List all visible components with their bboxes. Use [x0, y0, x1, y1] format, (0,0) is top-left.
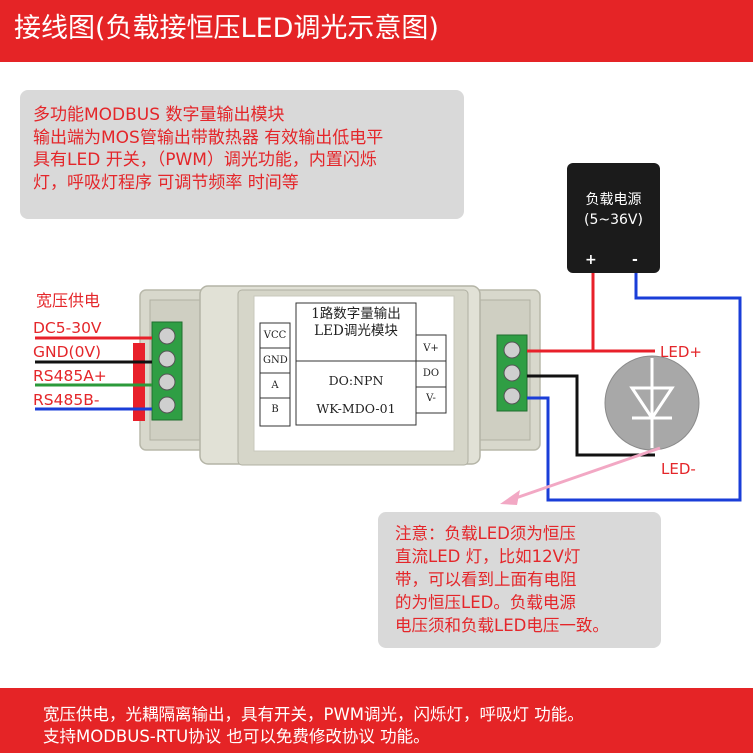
module-output-type: DO:NPN	[328, 373, 384, 388]
pin-label-vplus: V+	[423, 343, 439, 354]
load-wires	[527, 272, 742, 502]
module-model: WK-MDO-01	[316, 401, 396, 416]
feature-line: 输出端为MOS管输出带散热器 有效输出低电平	[33, 127, 384, 148]
feature-line: 具有LED 开关，（PWM）调光功能，内置闪烁	[33, 150, 377, 170]
feature-line: 灯，呼吸灯程序 可调节频率 时间等	[33, 172, 299, 193]
pin-label-gnd: GND	[263, 355, 288, 366]
footer-banner	[0, 688, 753, 753]
page-title: 接线图(负载接恒压LED调光示意图)	[14, 13, 439, 44]
callout-arrow	[500, 446, 661, 505]
note-line: 带，可以看到上面有电阻	[395, 570, 577, 589]
footer-line: 宽压供电，光耦隔离输出，具有开关，PWM调光，闪烁灯，呼吸灯 功能。	[43, 705, 584, 724]
note-line: 注意：负载LED须为恒压	[395, 524, 576, 543]
module-title: 1路数字量输出 LED调光模块	[296, 306, 416, 340]
footer-line: 支持MODBUS-RTU协议 也可以免费修改协议 功能。	[43, 727, 430, 746]
power-supply-label: 负载电源 (5~36V)	[567, 190, 660, 230]
pin-label-b: B	[271, 404, 279, 415]
footer-text: 宽压供电，光耦隔离输出，具有开关，PWM调光，闪烁灯，呼吸灯 功能。 支持MOD…	[43, 704, 584, 748]
note-line: 直流LED 灯，比如12V灯	[395, 547, 581, 566]
left-terminal-block	[151, 321, 183, 421]
power-supply-minus: -	[632, 252, 638, 268]
wire-label-dc: DC5-30V	[33, 319, 102, 337]
led-minus-label: LED-	[661, 460, 696, 478]
power-supply-range: (5~36V)	[584, 212, 643, 228]
wire-label-rs485a: RS485A+	[33, 367, 107, 385]
note-box	[378, 512, 661, 648]
pin-label-do: DO	[422, 368, 440, 379]
load-power-supply	[567, 163, 660, 273]
supply-title: 宽压供电	[36, 291, 101, 310]
right-terminal-block	[496, 334, 528, 412]
note-line: 的为恒压LED。负载电源	[395, 593, 576, 612]
power-supply-title: 负载电源	[585, 192, 642, 208]
wire-label-gnd: GND(0V)	[33, 343, 102, 361]
module-title-line: 1路数字量输出	[311, 306, 401, 322]
module-title-line: LED调光模块	[314, 323, 398, 339]
feature-description: 多功能MODBUS 数字量输出模块 输出端为MOS管输出带散热器 有效输出低电平…	[33, 104, 458, 194]
led-plus-label: LED+	[660, 343, 702, 361]
note-line: 电压须和负载LED电压一致。	[395, 616, 609, 635]
feature-line: 多功能MODBUS 数字量输出模块	[33, 105, 285, 125]
pin-label-vcc: VCC	[263, 330, 287, 341]
pin-label-a: A	[271, 380, 279, 391]
led-symbol	[604, 355, 700, 451]
power-supply-plus: +	[585, 252, 597, 268]
header-banner	[0, 0, 753, 62]
supply-wires	[35, 336, 152, 411]
note-text: 注意：负载LED须为恒压 直流LED 灯，比如12V灯 带，可以看到上面有电阻 …	[395, 522, 657, 637]
feature-description-box	[20, 90, 464, 219]
wire-label-rs485b: RS485B-	[33, 391, 100, 409]
pin-label-vminus: V-	[426, 393, 436, 404]
